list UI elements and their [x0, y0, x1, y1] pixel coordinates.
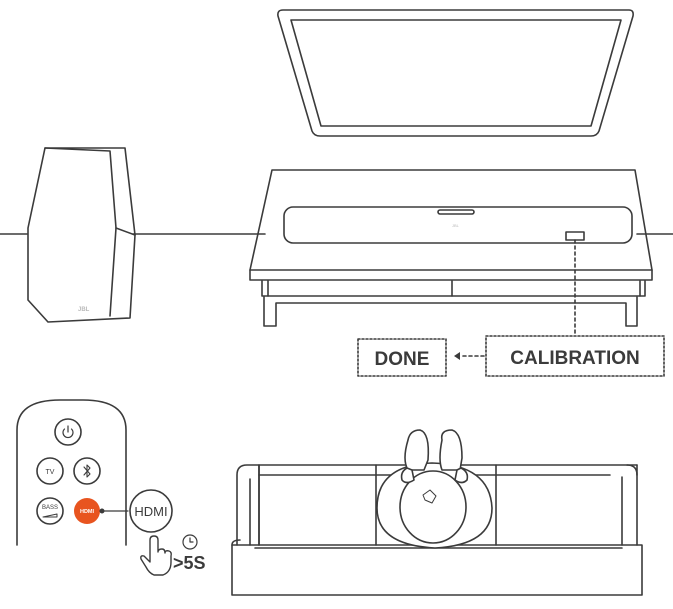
person-top-view [376, 429, 493, 549]
bass-button-label: BASS [42, 505, 58, 511]
power-button[interactable] [54, 418, 82, 446]
hdmi-callout-label: HDMI [134, 504, 167, 519]
power-icon [62, 425, 74, 439]
bluetooth-icon [83, 464, 91, 478]
subwoofer-logo: JBL [78, 307, 90, 313]
hold-time-label: >5S [173, 553, 206, 573]
calibration-box [485, 335, 665, 377]
bass-button[interactable]: BASS [36, 497, 64, 525]
tv-cabinet [249, 169, 653, 327]
hand-press-icon [140, 535, 172, 576]
remote-control [16, 399, 127, 546]
bass-level-icon [42, 513, 58, 518]
subwoofer: JBL [27, 147, 136, 323]
hdmi-callout-dot [99, 508, 105, 514]
done-label: DONE [375, 349, 430, 370]
hdmi-callout-circle [129, 489, 173, 533]
clock-icon [182, 534, 198, 550]
done-arrowhead [454, 352, 460, 360]
hdmi-button-label: HDMI [80, 509, 95, 515]
tv-button-label: TV [46, 469, 55, 476]
tv [277, 9, 634, 137]
bluetooth-button[interactable] [73, 457, 101, 485]
soundbar: JBL [283, 206, 633, 244]
calibration-label: CALIBRATION [510, 348, 639, 369]
hdmi-button[interactable]: HDMI [74, 498, 100, 524]
done-box [357, 338, 447, 377]
soundbar-logo: JBL [452, 223, 460, 228]
tv-button[interactable]: TV [36, 457, 64, 485]
